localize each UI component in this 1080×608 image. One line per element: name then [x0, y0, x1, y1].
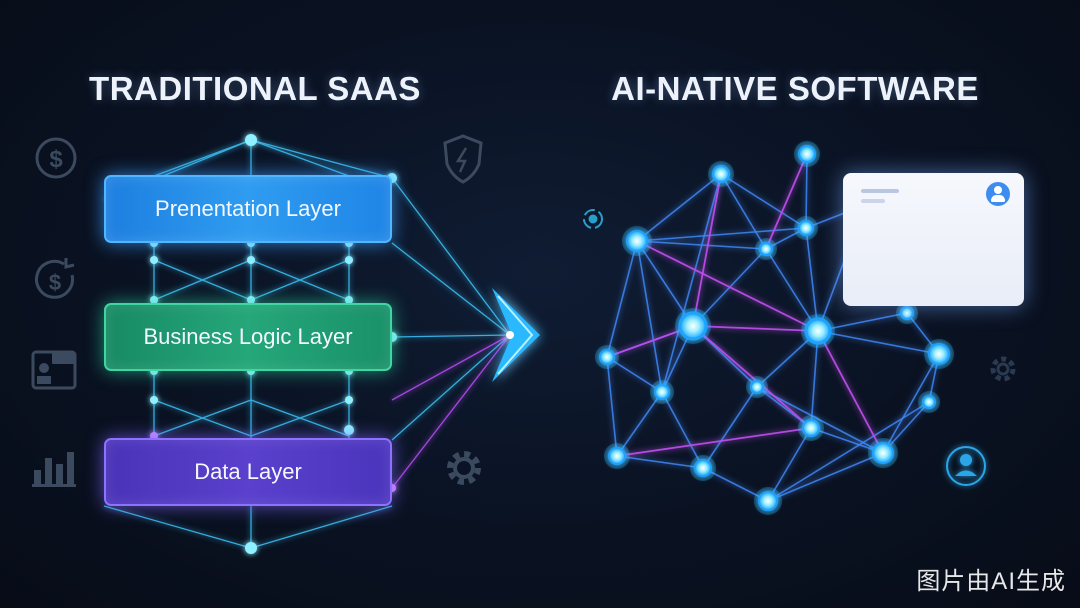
- data-layer-box: Data Layer: [104, 438, 392, 506]
- presentation-layer-box: Prenentation Layer: [104, 175, 392, 243]
- network-edge-highlight: [636, 240, 819, 332]
- network-node: [608, 447, 626, 465]
- traditional-saas-title: TRADITIONAL SAAS: [89, 70, 421, 107]
- network-edge: [606, 356, 663, 393]
- network-node: [626, 230, 648, 252]
- card-header-line: [861, 189, 899, 193]
- settings-icon: [990, 356, 1016, 382]
- network-node: [759, 242, 773, 256]
- network-edge-highlight: [692, 325, 819, 332]
- dollar-cycle-icon: $: [35, 258, 75, 299]
- network-node: [802, 419, 820, 437]
- network-edge: [720, 173, 807, 229]
- network-node: [798, 145, 816, 163]
- data-flow-connections: [391, 334, 511, 489]
- network-edge: [805, 153, 808, 229]
- bar-chart-icon: [32, 452, 76, 487]
- network-edge: [817, 330, 940, 355]
- layer-connections: [103, 139, 511, 549]
- network-edge: [756, 386, 884, 454]
- network-edge: [767, 401, 930, 502]
- network-nodes: [595, 141, 954, 515]
- shield-icon: [443, 134, 483, 184]
- network-edge: [817, 312, 908, 332]
- card-header-line: [861, 199, 885, 203]
- network-edge: [720, 173, 767, 250]
- network-edge: [702, 386, 758, 469]
- user-avatar-icon: [986, 182, 1010, 206]
- network-node: [804, 317, 832, 345]
- network-edge-highlight: [817, 330, 884, 454]
- presentation-layer-label: Prenentation Layer: [155, 196, 341, 221]
- network-edge: [606, 356, 618, 457]
- network-edge: [767, 427, 812, 502]
- dollar-coin-icon: $: [35, 137, 77, 179]
- network-edge: [756, 330, 819, 388]
- network-node: [798, 220, 814, 236]
- network-edge: [661, 173, 722, 393]
- svg-text:$: $: [49, 270, 61, 295]
- svg-text:$: $: [49, 146, 63, 173]
- business-logic-layer-box: Business Logic Layer: [104, 303, 392, 371]
- network-edge: [702, 467, 769, 502]
- network-node: [599, 349, 615, 365]
- network-edge: [767, 452, 884, 502]
- ai-generated-caption: 图片由AI生成: [916, 568, 1066, 595]
- network-node: [872, 442, 894, 464]
- network-edge-highlight: [692, 325, 812, 429]
- gear-icon: [447, 451, 481, 485]
- network-node: [758, 491, 778, 511]
- network-edge: [810, 330, 819, 429]
- network-node: [928, 343, 950, 365]
- network-edge: [805, 227, 819, 332]
- network-edge: [606, 240, 638, 358]
- network-edge-highlight: [692, 173, 722, 327]
- dashboard-icon: [31, 350, 77, 390]
- user-icon: [946, 446, 986, 486]
- network-edge: [661, 391, 704, 469]
- network-edge: [882, 401, 930, 454]
- network-edge: [636, 227, 807, 242]
- network-edge: [636, 173, 722, 242]
- transition-arrow: [492, 288, 540, 382]
- network-edge: [810, 427, 884, 454]
- network-edge-highlight: [765, 153, 808, 250]
- network-edge: [616, 391, 663, 457]
- network-edge: [616, 455, 704, 469]
- network-node: [712, 165, 730, 183]
- network-edge: [882, 353, 940, 454]
- network-node: [900, 306, 914, 320]
- network-node: [694, 459, 712, 477]
- network-edge-highlight: [616, 427, 812, 457]
- network-node: [922, 395, 936, 409]
- network-edge: [765, 248, 819, 332]
- network-edge: [636, 240, 663, 393]
- ai-native-software-title: AI-NATIVE SOFTWARE: [611, 70, 979, 107]
- network-node: [678, 311, 708, 341]
- business-logic-layer-label: Business Logic Layer: [143, 324, 353, 349]
- network-edge-highlight: [606, 325, 694, 358]
- sync-icon: [583, 209, 603, 229]
- network-node: [750, 380, 764, 394]
- network-node: [654, 384, 670, 400]
- data-layer-label: Data Layer: [194, 459, 302, 484]
